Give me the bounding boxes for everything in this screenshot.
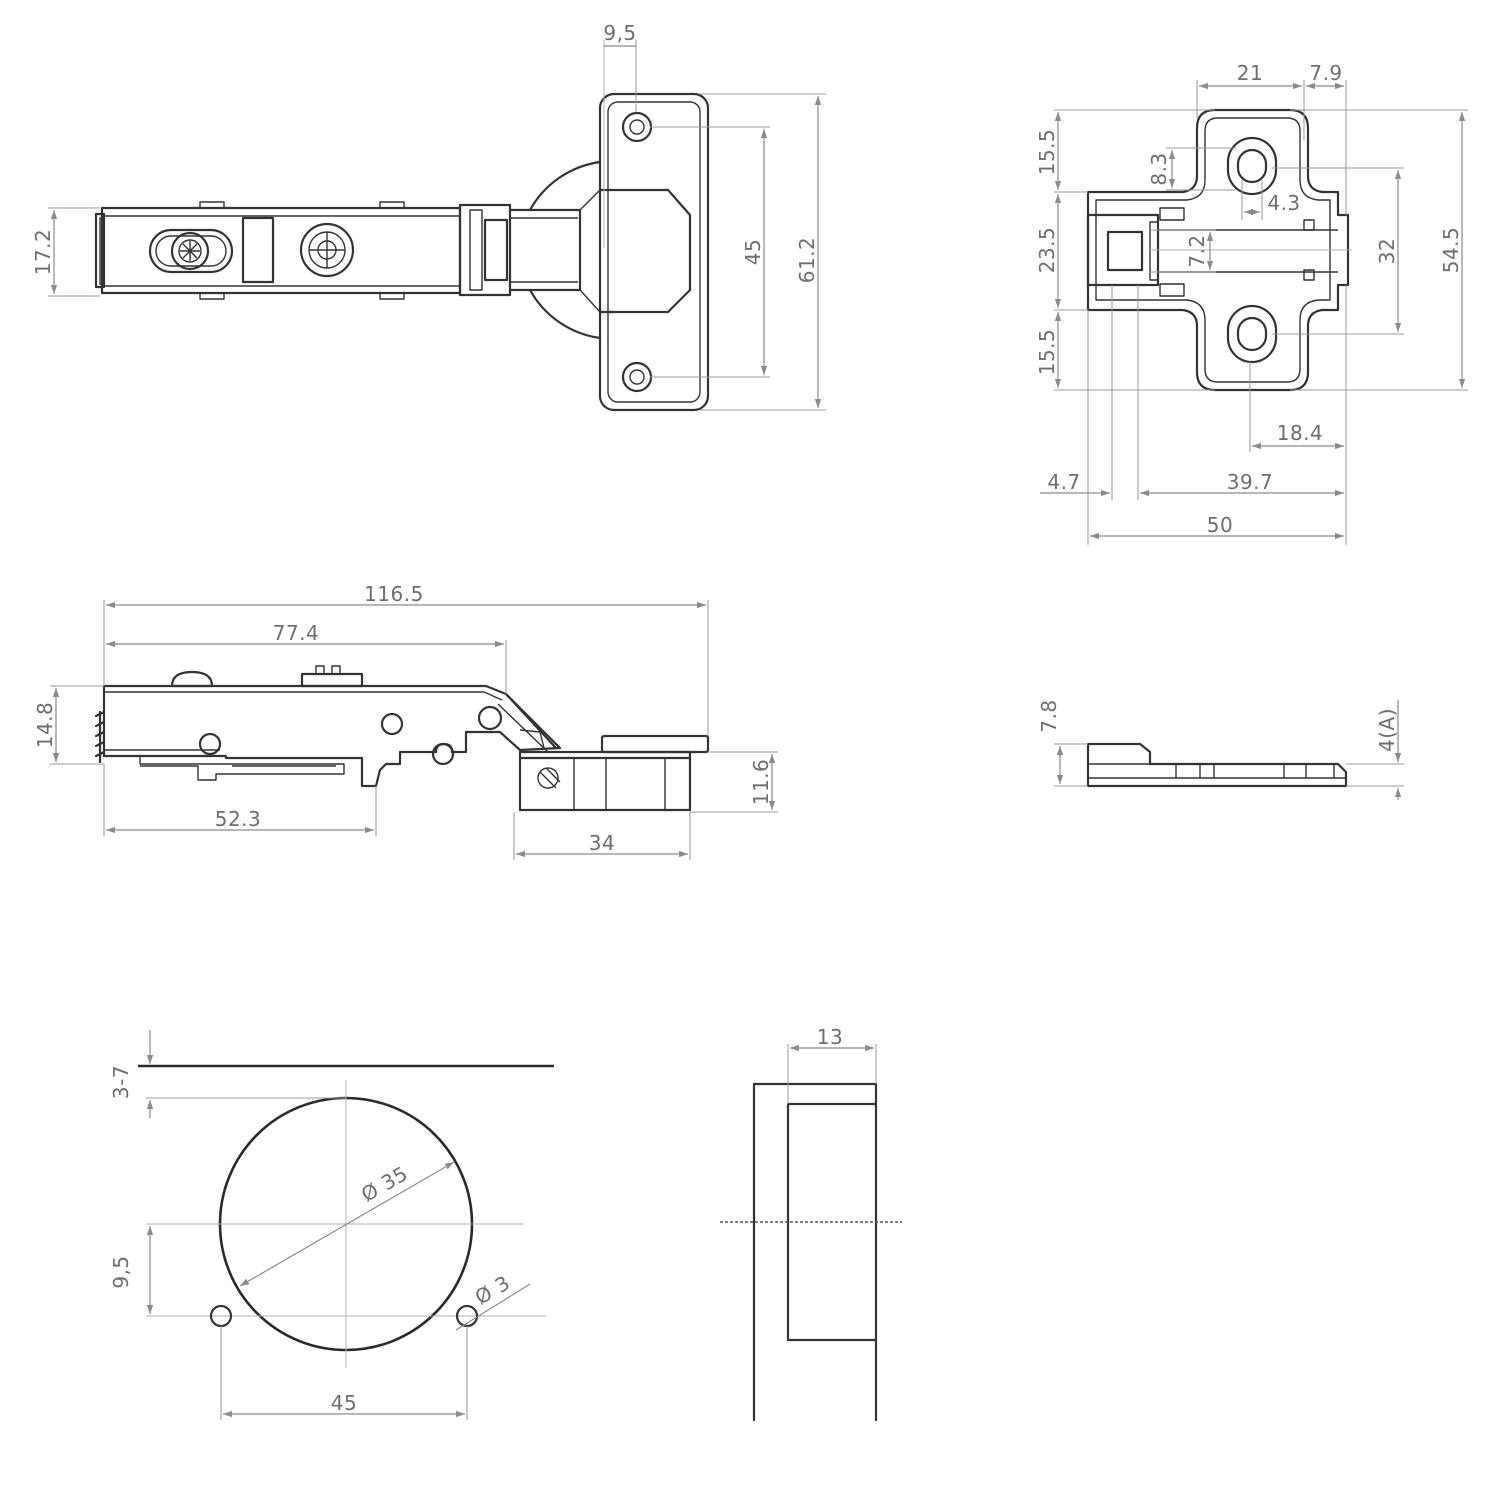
dim-4-a: 4(A) [1375, 708, 1399, 752]
dim-77-4: 77.4 [273, 621, 320, 645]
adjustment-slot [148, 228, 234, 274]
hinge-top-view: 17.2 9,5 45 61.2 [31, 21, 826, 412]
dim-18-4: 18.4 [1277, 421, 1324, 445]
plate-slot-top [1226, 136, 1278, 196]
side-screw-head-1 [170, 670, 214, 688]
dim-9-5-drill: 9,5 [109, 1255, 133, 1288]
dim-34: 34 [589, 831, 615, 855]
drilling-pattern-view: Ø 35 Ø 3 3-7 9,5 45 [109, 1030, 554, 1420]
dim-52-3: 52.3 [215, 807, 262, 831]
dim-23-5: 23.5 [1035, 227, 1059, 274]
dim-14-8: 14.8 [33, 702, 57, 749]
dim-dia-35: Ø 35 [357, 1161, 412, 1207]
dim-17-2: 17.2 [31, 229, 55, 276]
depth-screw-icon [299, 222, 355, 278]
hinge-pivot-icon [477, 705, 503, 731]
dim-39-7: 39.7 [1227, 470, 1274, 494]
dim-54-5: 54.5 [1439, 227, 1463, 274]
dim-13: 13 [817, 1025, 843, 1049]
dim-9-5-top: 9,5 [603, 21, 636, 45]
dim-dia-3: Ø 3 [471, 1270, 514, 1309]
dim-21: 21 [1237, 61, 1263, 85]
dim-50: 50 [1207, 513, 1233, 537]
dim-45-spacing: 45 [331, 1391, 357, 1415]
adjustment-screw-icon [170, 231, 210, 271]
mounting-plate-top-view: 21 7.9 15.5 23.5 15.5 8.3 4.3 7.2 32 54.… [1035, 61, 1468, 545]
cup-section-view: 13 [720, 1025, 902, 1422]
dim-15-5-bottom: 15.5 [1035, 329, 1059, 376]
dim-7-9: 7.9 [1309, 61, 1342, 85]
dim-116-5: 116.5 [364, 582, 424, 606]
door-panel-section [752, 1082, 878, 1422]
side-screw-head-2 [300, 672, 364, 688]
hinge-arm-side [102, 684, 562, 788]
plate-slot-bottom [1226, 304, 1278, 364]
dim-4-3: 4.3 [1267, 191, 1300, 215]
mounting-plate [598, 92, 710, 412]
dim-32: 32 [1375, 238, 1399, 264]
plate-screw-hole-top [621, 111, 653, 143]
dim-11-6: 11.6 [749, 759, 773, 806]
mounting-plate-side-view: 7.8 4(A) [1037, 699, 1404, 800]
dim-8-3: 8.3 [1147, 152, 1171, 185]
dim-45-holes: 45 [741, 239, 765, 265]
dim-61-2: 61.2 [795, 237, 819, 284]
dim-7-8: 7.8 [1037, 699, 1061, 732]
dim-3-7: 3-7 [109, 1065, 133, 1099]
dim-7-2: 7.2 [1185, 234, 1209, 267]
dim-4-7: 4.7 [1047, 470, 1080, 494]
hinge-side-view: 116.5 77.4 14.8 52.3 11.6 34 [33, 582, 778, 860]
dim-15-5-top: 15.5 [1035, 129, 1059, 176]
plate-profile [1086, 742, 1348, 788]
plate-screw-hole-bottom [621, 361, 653, 393]
arm-window [241, 216, 275, 284]
